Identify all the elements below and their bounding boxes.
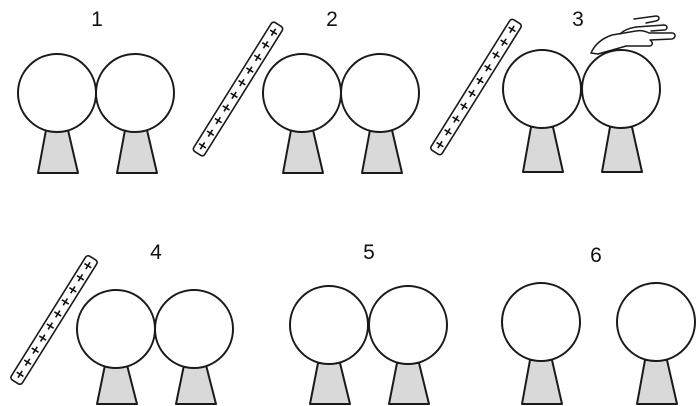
step-3-right-stand (601, 126, 643, 173)
plus-charge-icon (484, 63, 492, 72)
step-5-left-stand (309, 362, 351, 405)
plus-charge-icon (222, 104, 230, 112)
plus-charge-icon (16, 370, 24, 379)
step-6-right-sphere (616, 282, 696, 362)
plus-charge-icon (261, 40, 270, 49)
step-1-left-sphere (17, 53, 97, 133)
step-3-right-sphere (581, 49, 661, 129)
step-1-right-stand (116, 129, 158, 174)
plus-charge-icon (452, 115, 460, 123)
plus-charge-icon (500, 38, 508, 46)
step-3-left-sphere (502, 49, 582, 129)
plus-charge-icon (76, 273, 85, 282)
step-3-hand-icon (590, 15, 676, 55)
plus-charge-icon (69, 286, 77, 294)
plus-charge-icon (460, 102, 468, 111)
step-4-label: 4 (150, 241, 162, 264)
plus-charge-icon (46, 322, 55, 330)
step-2-left-sphere (262, 53, 342, 133)
plus-charge-icon (238, 78, 246, 87)
plus-charge-icon (214, 116, 223, 125)
step-2-label: 2 (326, 8, 338, 31)
step-2-right-stand (361, 129, 403, 174)
step-6-label: 6 (590, 244, 602, 267)
plus-charge-icon (230, 91, 238, 100)
plus-charge-icon (436, 140, 444, 149)
step-5-right-stand (388, 362, 430, 405)
plus-charge-icon (38, 334, 47, 342)
step-1-label: 1 (91, 8, 103, 31)
plus-charge-icon (206, 129, 215, 138)
step-3-label: 3 (572, 8, 584, 31)
plus-charge-icon (492, 51, 500, 59)
step-6-panel: 6 (501, 244, 696, 405)
step-3-charged-rod (430, 18, 522, 156)
plus-charge-icon (444, 128, 452, 136)
step-4-charged-rod (10, 254, 98, 386)
step-4-panel: 4 (10, 241, 234, 405)
step-3-left-stand (522, 126, 564, 173)
step-5-right-sphere (368, 285, 448, 365)
plus-charge-icon (61, 298, 70, 306)
step-4-left-stand (96, 364, 138, 405)
step-3-charged-rod-body (430, 18, 522, 156)
plus-charge-icon (31, 346, 39, 354)
step-5-panel: 5 (289, 241, 448, 405)
step-1-panel: 1 (17, 8, 175, 174)
step-4-charged-rod-body (10, 254, 98, 386)
step-6-right-stand (636, 359, 678, 405)
plus-charge-icon (476, 76, 484, 85)
plus-charge-icon (468, 89, 476, 98)
plus-charge-icon (23, 358, 32, 367)
plus-charge-icon (53, 310, 62, 318)
step-5-label: 5 (363, 241, 375, 264)
step-6-left-stand (521, 359, 563, 405)
step-3-panel: 3 (430, 8, 676, 173)
plus-charge-icon (508, 25, 516, 34)
step-4-right-stand (175, 364, 217, 405)
step-2-charged-rod (192, 21, 284, 157)
plus-charge-icon (253, 53, 262, 62)
step-2-charged-rod-body (192, 21, 284, 157)
step-4-left-sphere (76, 289, 156, 369)
step-2-right-sphere (340, 53, 420, 133)
plus-charge-icon (84, 261, 92, 270)
step-5-left-sphere (289, 285, 369, 365)
plus-charge-icon (198, 142, 207, 150)
step-4-right-sphere (154, 289, 234, 369)
step-1-right-sphere (95, 53, 175, 133)
plus-charge-icon (269, 28, 278, 36)
plus-charge-icon (246, 66, 254, 74)
step-6-left-sphere (501, 282, 581, 362)
step-1-left-stand (37, 129, 79, 174)
step-2-left-stand (282, 129, 324, 174)
step-2-panel: 2 (192, 8, 420, 174)
